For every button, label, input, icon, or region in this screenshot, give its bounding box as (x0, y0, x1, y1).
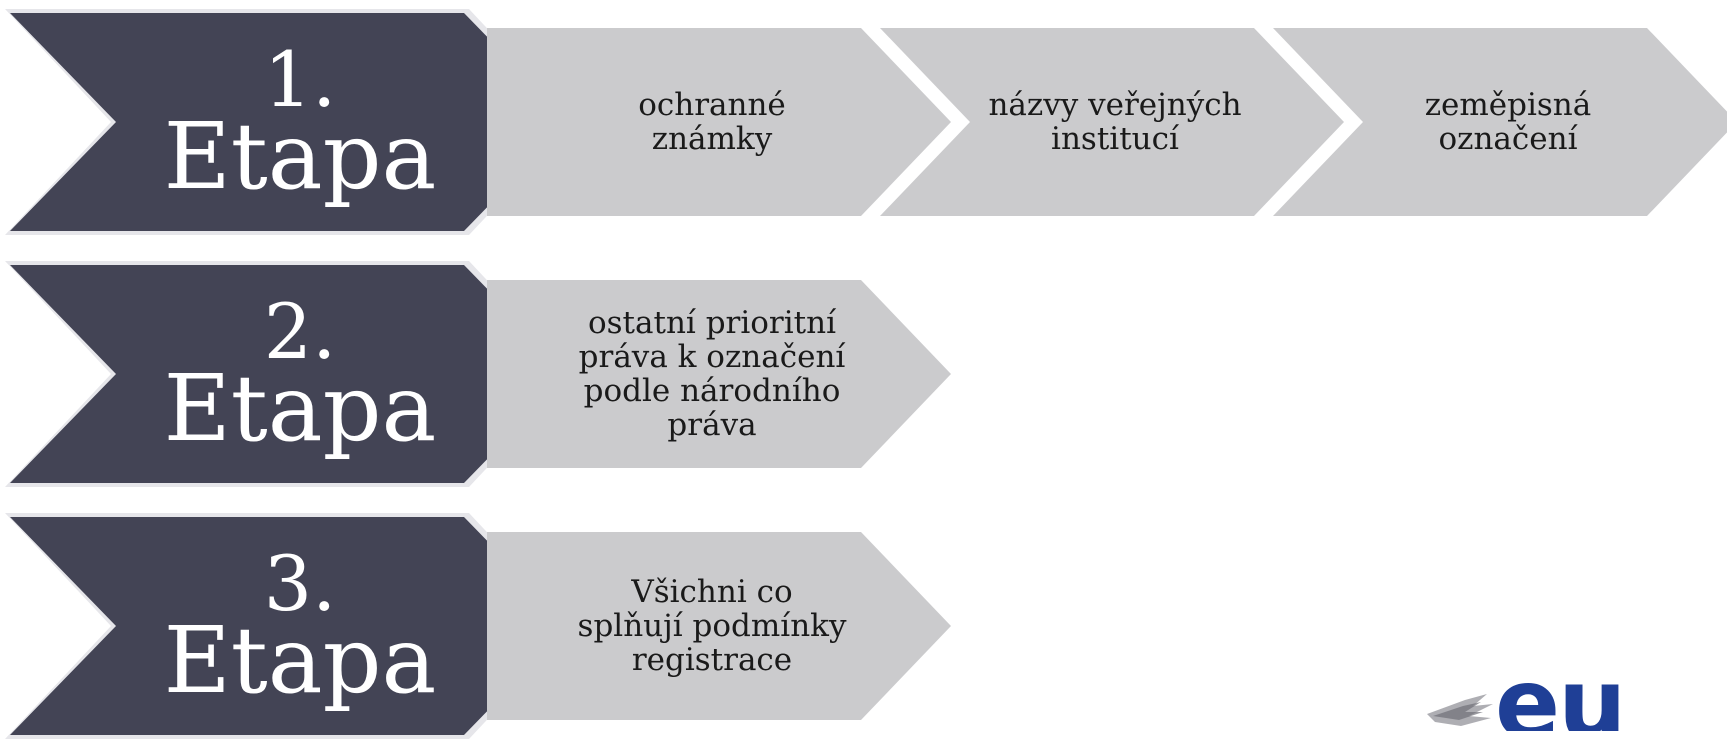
stage-3-word: Etapa (163, 606, 437, 714)
stage-1-item-1: ochranné známky (487, 28, 951, 216)
stage-1-number: 1. (263, 34, 337, 124)
wing-icon (1427, 694, 1493, 726)
stage-2-number: 2. (263, 286, 337, 376)
stage-3-chevron: 3. Etapa (5, 513, 575, 739)
logo-text: eu (1495, 670, 1626, 731)
stage-2-item-1-text: ostatní prioritní práva k označení podle… (578, 304, 846, 444)
stage-1-label: 1. Etapa (140, 9, 460, 235)
stage-2-word: Etapa (163, 354, 437, 462)
stage-1-item-2-text: názvy veřejných institucí (988, 86, 1242, 157)
eu-logo: eu (1425, 670, 1727, 731)
stage-2-item-1: ostatní prioritní práva k označení podle… (487, 280, 951, 468)
stage-2-label: 2. Etapa (140, 261, 460, 487)
stage-1-item-1-text: ochranné známky (638, 86, 786, 157)
stage-3-item-1: Všichni co splňují podmínky registrace (487, 532, 951, 720)
stage-3-item-1-text: Všichni co splňují podmínky registrace (577, 573, 847, 679)
stage-1-item-3-text: zeměpisná označení (1424, 86, 1592, 157)
stage-1-word: Etapa (163, 102, 437, 210)
stage-3-label: 3. Etapa (140, 513, 460, 739)
stage-3-number: 3. (263, 538, 337, 628)
stage-1-chevron: 1. Etapa (5, 9, 575, 235)
